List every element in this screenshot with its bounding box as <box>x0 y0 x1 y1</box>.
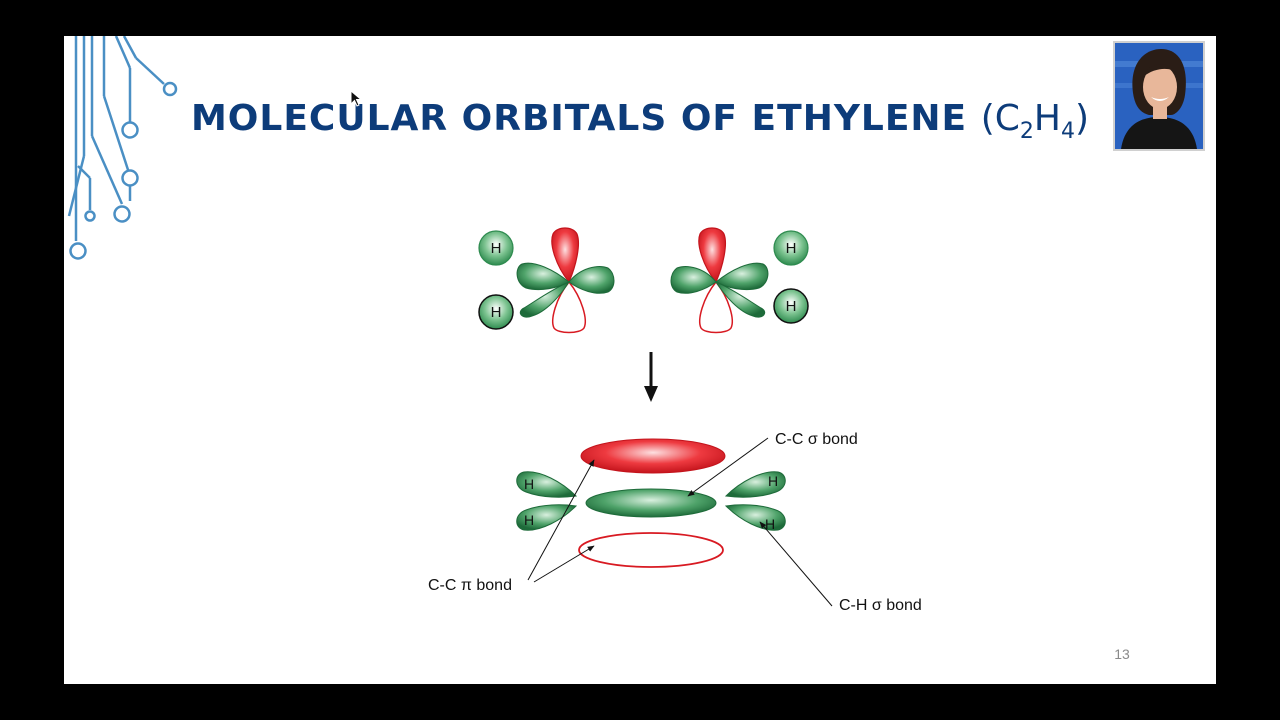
left-sp2-lobe-right <box>568 266 615 294</box>
circuit-decoration <box>67 36 178 260</box>
right-sp2-lobe-upper <box>715 262 769 291</box>
ethylene-orbital-diagram: H H H H <box>428 227 922 614</box>
bond-labels: C-C σ bond C-C π bond C-H σ bond <box>428 431 922 614</box>
hydrogen-label: H <box>786 240 797 257</box>
hydrogen-label: H <box>524 512 534 528</box>
right-p-orbital-upper <box>698 227 727 284</box>
hydrogen-label: H <box>491 304 502 321</box>
presentation-slide: MOLECULAR ORBITALS OF ETHYLENE (C2H4) <box>64 36 1216 684</box>
right-carbon-orbitals: H H <box>670 227 809 334</box>
left-ch-sigma-bond-lower <box>516 504 578 531</box>
formula-close: ) <box>1074 98 1090 139</box>
hydrogen-atom <box>478 230 514 266</box>
formula-h: H <box>1033 98 1061 139</box>
right-sp2-lobe-lower <box>714 280 766 318</box>
title-text: MOLECULAR ORBITALS OF ETHYLENE <box>190 98 968 139</box>
hydrogen-label: H <box>768 473 778 489</box>
presenter-webcam <box>1113 41 1205 151</box>
hydrogen-atom <box>478 294 514 330</box>
hydrogen-label: H <box>765 516 775 532</box>
left-carbon-orbitals: H H <box>478 227 615 334</box>
leader-pi-lower <box>533 545 595 583</box>
hydrogen-atom <box>773 230 809 266</box>
cc-sigma-bond <box>585 488 717 518</box>
mouse-pointer-icon <box>350 90 363 107</box>
formula-subscript-4: 4 <box>1060 119 1075 144</box>
leader-pi-upper <box>527 459 595 581</box>
label-cc-pi-bond: C-C π bond <box>428 577 512 594</box>
right-sp2-lobe-left <box>670 266 717 294</box>
pi-bond-lower-lobe <box>578 532 724 568</box>
left-p-orbital-lower <box>552 280 586 334</box>
down-arrow-icon <box>644 352 658 402</box>
hydrogen-label: H <box>524 476 534 492</box>
left-ch-sigma-bond-upper <box>516 471 578 498</box>
leader-ch-sigma <box>759 521 833 607</box>
ethylene-bonded-orbitals: H H H H <box>516 438 786 568</box>
hydrogen-atom <box>773 288 809 324</box>
hydrogen-label: H <box>786 298 797 315</box>
slide-title: MOLECULAR ORBITALS OF ETHYLENE (C2H4) <box>64 98 1216 143</box>
left-sp2-lobe-upper <box>516 262 570 291</box>
pi-bond-upper-lobe <box>580 438 726 474</box>
right-p-orbital-lower <box>699 280 733 334</box>
formula-open: (C <box>980 98 1020 139</box>
label-ch-sigma-bond: C-H σ bond <box>839 597 922 614</box>
leader-cc-sigma <box>687 437 769 497</box>
slide-page-number: 13 <box>1114 646 1130 662</box>
right-ch-sigma-bond-upper <box>724 471 786 498</box>
hydrogen-label: H <box>491 240 502 257</box>
label-cc-sigma-bond: C-C σ bond <box>775 431 858 448</box>
left-sp2-lobe-lower <box>519 280 571 318</box>
title-formula: (C2H4) <box>980 98 1090 143</box>
formula-subscript-2: 2 <box>1019 119 1034 144</box>
right-ch-sigma-bond-lower <box>724 504 786 531</box>
presenter-avatar-icon <box>1115 43 1203 149</box>
left-p-orbital-upper <box>551 227 580 284</box>
